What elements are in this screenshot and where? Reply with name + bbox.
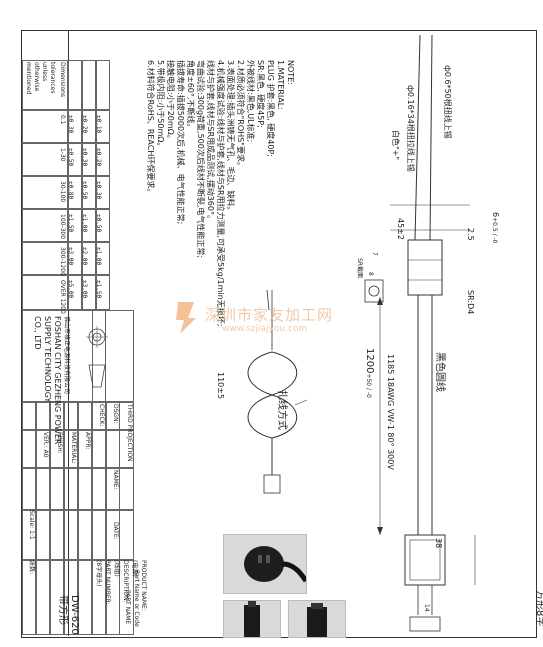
tolerance-value: ±0.20 xyxy=(81,115,88,134)
sr-d4-label: SR:D4 xyxy=(466,290,475,315)
lead-wire xyxy=(429,35,433,241)
watermark-url: www.szjiajyou.com xyxy=(222,324,308,334)
notes-line: 外被线材:黑色,UL标准; xyxy=(246,60,255,143)
check-label: CHECK: xyxy=(98,404,105,427)
tolerance-value: ±5.00 xyxy=(67,280,74,299)
title-block xyxy=(22,310,134,635)
tolerance-header: Dimensions xyxy=(59,62,66,98)
notes-line: 2.材质必须符合"ROHS"要求。 xyxy=(236,60,245,170)
notes-line: 3.表面处理:插头洲铸无气孔、毛边、缺料。 xyxy=(226,60,235,215)
notes-line: 5.带极内阻:小于50mΩ。 xyxy=(156,60,165,151)
dim-2-5: 2.5 xyxy=(466,228,475,241)
sr-dim: 8 xyxy=(367,272,374,276)
scale-label: Scale: 1:1 xyxy=(28,510,35,540)
notes-line: 弯曲试验:300g荷重,500次后线材不断裂,电气性能正常; xyxy=(196,60,205,259)
plug-note: 方形8字 xyxy=(534,590,543,627)
tolerance-range: 30-100 xyxy=(59,181,66,203)
tolerance-value: ±1.50 xyxy=(67,214,74,233)
ver-label: VER.: A0 xyxy=(42,432,49,458)
name-label: NAME: xyxy=(112,470,119,490)
notes-line: 接触电阻:小于20mΩ。 xyxy=(166,60,175,143)
sr-section xyxy=(364,279,384,303)
projection-symbol-icon xyxy=(86,326,108,388)
notes-divider xyxy=(68,30,69,636)
product-cn: 带方形 xyxy=(57,595,68,625)
tie-loop xyxy=(247,351,298,439)
tolerance-value: ±2.00 xyxy=(81,247,88,266)
tolerance-value: ±0.80 xyxy=(67,181,74,200)
plug-photo xyxy=(223,600,281,638)
lead-note: ф0.6*50根扭线上锡 xyxy=(443,65,452,139)
cable-drawing xyxy=(364,35,476,632)
dim-6: 6+0.5 / -0 xyxy=(491,212,500,244)
tolerance-value: ±0.30 xyxy=(67,115,74,134)
notes-block: NOTE: 1.MATERIAL: PLUG 护套:黑色, 硬度40P; SR:… xyxy=(145,60,295,326)
dim-14: 14 xyxy=(423,604,430,612)
tolerance-value: ±1.00 xyxy=(81,214,88,233)
tie-diagram xyxy=(247,290,308,494)
appr-label: APPR: xyxy=(84,432,91,450)
tie-dim: 110±5 xyxy=(216,372,225,400)
watermark-logo-icon xyxy=(176,302,198,334)
cable-label: 黑色圆线 xyxy=(434,352,445,392)
notes-line: 4.机械强度试验:线材与护套,线材与SR用拉力测量,可承受5kg/1min无损坏… xyxy=(216,60,225,327)
tie-label: 扎线方式 xyxy=(276,390,287,430)
tolerance-range: 300-1200 xyxy=(59,247,66,276)
tolerance-table xyxy=(22,60,112,310)
tolerance-value: ±3.00 xyxy=(67,247,74,266)
sr-dim: 7 xyxy=(371,252,378,256)
notes-line: 角度±60°,不断线。 xyxy=(186,60,195,132)
tolerance-range: OVER 1200 xyxy=(59,280,66,314)
sr-section-label: SR截面 xyxy=(356,258,363,278)
tolerance-range: 100-300 xyxy=(59,214,66,240)
plug-dim: 38 xyxy=(434,538,443,549)
sheet-label: 张数: xyxy=(28,560,35,575)
notes-title: NOTE: xyxy=(286,60,295,85)
tolerance-value: ±0.20 xyxy=(95,148,102,167)
strain-relief xyxy=(407,239,443,296)
tolerance-value: ±1.50 xyxy=(95,280,102,299)
tolerance-value: ±1.00 xyxy=(95,247,102,266)
lead-wire xyxy=(414,35,421,241)
tolerance-value: ±0.30 xyxy=(95,181,102,200)
plug-body xyxy=(404,534,446,586)
tolerance-value: ±0.50 xyxy=(67,148,74,167)
lead-note: ф0.16*34根扭拉线上锡 xyxy=(406,85,415,172)
part-no-label: Part Name or Code xyxy=(133,570,140,627)
third-projection-label: THIRD PROJECTION xyxy=(126,404,133,462)
notes-line: 插拔寿命:插拔5000次后,机械、电气性能正常; xyxy=(176,60,185,225)
dim-45: 45±2 xyxy=(396,218,405,240)
part-name-label: PART NAME xyxy=(124,590,131,625)
tolerance-value: ±0.30 xyxy=(81,148,88,167)
material-label: MATERIAL: xyxy=(70,432,77,464)
notes-line: 6.材料符合RoHS、REACH环保要求。 xyxy=(146,60,155,197)
company-name: 佛山市格正电源科技有限公司 FOSHAN CITY GEZHENG POWER … xyxy=(33,316,70,445)
plug-photo xyxy=(223,534,307,594)
watermark-text: 深圳市家友加工网 xyxy=(205,306,334,324)
plug-photo xyxy=(288,600,346,638)
notes-line: SR:黑色, 硬度45P; xyxy=(256,60,265,128)
lead-note: 白色"+" xyxy=(391,130,400,161)
finish-label: FINISH: xyxy=(56,432,63,454)
notes-line: PLUG 护套:黑色, 硬度40P; xyxy=(266,60,275,157)
tolerance-range: 1-30 xyxy=(59,148,66,162)
tolerance-value: ±3.00 xyxy=(81,280,88,299)
cable-spec: 1185 18AWG VW-1 80° 300V xyxy=(386,354,395,470)
tolerance-label: tolerances unless otherwise mentioned xyxy=(25,62,56,95)
notes-line: 线材与护套,线材与SR用成品测试,摆动360°。 xyxy=(206,60,215,223)
design-label: DSGN: xyxy=(112,404,119,424)
tolerance-value: ±0.50 xyxy=(95,214,102,233)
notes-line: 1.MATERIAL: xyxy=(276,60,285,110)
tolerance-range: 0.1 xyxy=(59,115,66,125)
tolerance-value: ±0.50 xyxy=(81,181,88,200)
tolerance-row: ±0.10 xyxy=(95,115,102,134)
date-label: DATE: xyxy=(112,522,119,540)
drawing-number: DW-620 xyxy=(69,595,80,635)
plug-end-view xyxy=(409,616,441,632)
length-dim: 1200+50 / -0 xyxy=(364,348,375,398)
